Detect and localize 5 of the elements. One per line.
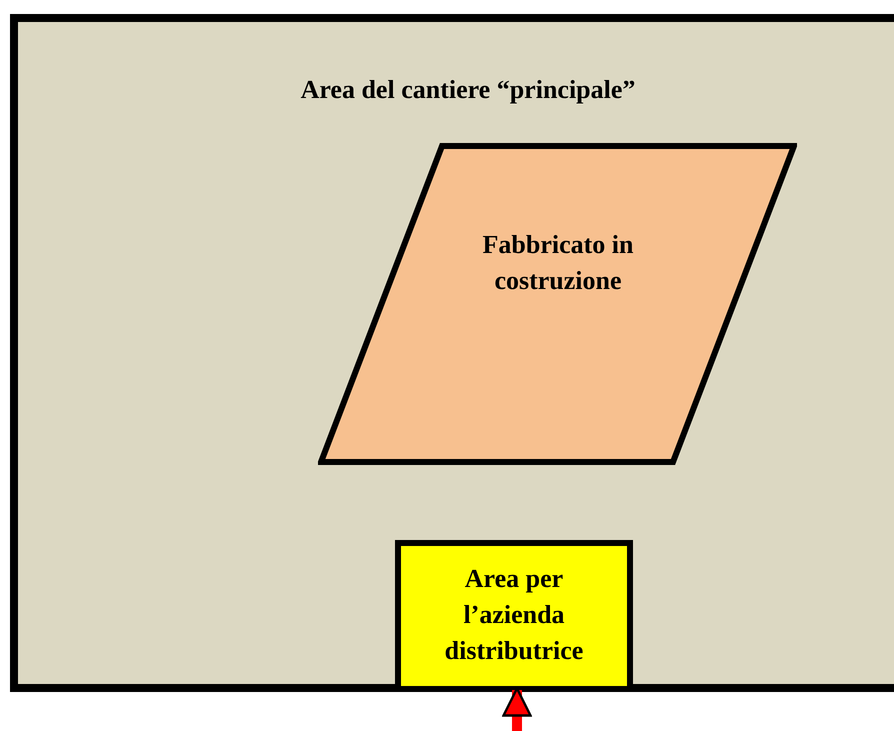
box-label: Fabbricato in costruzione: [482, 229, 634, 297]
area-title: Area del cantiere “principale”: [300, 74, 636, 106]
box-label: Area per l’azienda distributrice: [444, 563, 584, 667]
arrow: [502, 687, 532, 731]
site-area: [10, 14, 894, 692]
